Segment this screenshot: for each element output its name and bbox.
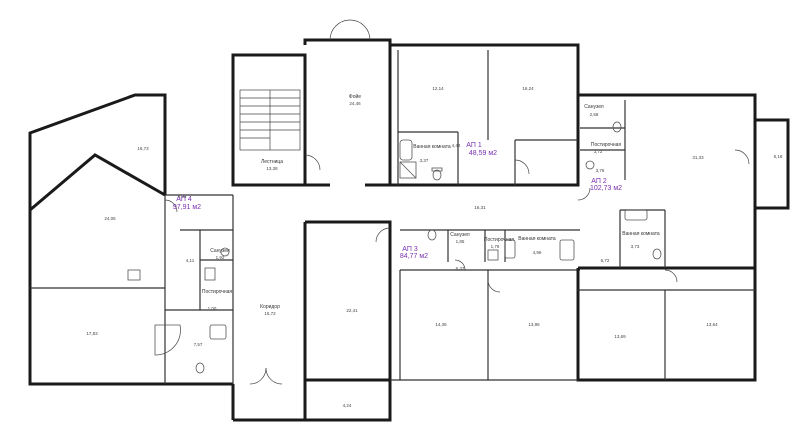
ap2-label: АП 2 bbox=[591, 178, 607, 185]
corridor-area: 16,72 bbox=[264, 311, 276, 316]
doors bbox=[164, 19, 750, 385]
room-area: 7,57 bbox=[194, 342, 203, 347]
room-labels: Фойе 24,46 Лестница 13,38 Коридор 16,72 … bbox=[202, 93, 660, 316]
wc-ap4-area: 1,92 bbox=[216, 255, 225, 260]
wc-ap2-name: Санузел bbox=[584, 104, 604, 110]
room-area: 31,33 bbox=[692, 155, 704, 160]
ap3-label: АП 3 bbox=[402, 246, 418, 253]
laundry-ap2-name: Постирочная bbox=[591, 142, 622, 148]
area-labels: 12,14 16,24 4,44 16,73 24,06 17,83 7,57 … bbox=[86, 86, 783, 408]
room-area: 16,24 bbox=[522, 86, 534, 91]
bath-ap3-area: 4,96 bbox=[533, 250, 542, 255]
foyer-area: 24,46 bbox=[349, 101, 361, 106]
bath-ap2-area: 3,73 bbox=[631, 244, 640, 249]
wc-ap3-name: Санузел bbox=[450, 232, 470, 238]
wc-ap3-area: 1,85 bbox=[456, 239, 465, 244]
room-area: 6,72 bbox=[601, 258, 610, 263]
room-area: 4,44 bbox=[452, 143, 461, 148]
foyer-name: Фойе bbox=[349, 93, 361, 100]
room-area: 17,83 bbox=[86, 331, 98, 336]
bath-ap1-name: Ванная комната bbox=[413, 144, 451, 150]
apartment-labels: АП 1 48,59 м2 АП 2 102,73 м2 АП 3 84,77 … bbox=[173, 142, 622, 260]
room-area: 24,06 bbox=[104, 216, 116, 221]
room-area: 5,18 bbox=[774, 154, 783, 159]
bath-ap2-name: Ванная комната bbox=[622, 231, 660, 237]
room-area: 13,69 bbox=[614, 334, 626, 339]
ap4-label: АП 4 bbox=[176, 196, 192, 203]
stairs-name: Лестница bbox=[261, 159, 283, 165]
laundry-ap4-name: Постирочная bbox=[202, 289, 233, 295]
room-area: 13,86 bbox=[528, 322, 540, 327]
room-area: 13,64 bbox=[706, 322, 718, 327]
room-area: 16,73 bbox=[137, 146, 149, 151]
ap1-label: АП 1 bbox=[466, 142, 482, 149]
ap2-area: 102,73 м2 bbox=[590, 185, 622, 192]
staircase bbox=[239, 89, 301, 151]
bath-ap3-name: Ванная комната bbox=[518, 236, 556, 242]
wc-ap2-area: 2,58 bbox=[590, 112, 599, 117]
laundry-ap2-area: 3,72 bbox=[594, 149, 603, 154]
room-area: 4,24 bbox=[343, 403, 352, 408]
ap4-area: 97,91 м2 bbox=[173, 204, 201, 211]
fixtures bbox=[127, 121, 662, 374]
room-area: 6,37 bbox=[456, 266, 465, 271]
ap1-area: 48,59 м2 bbox=[469, 150, 497, 157]
room-area: 22,41 bbox=[346, 308, 358, 313]
laundry-ap4-area: 1,00 bbox=[208, 306, 217, 311]
wc-ap4-name: Санузел bbox=[210, 248, 230, 254]
laundry-ap3-area: 1,78 bbox=[491, 244, 500, 249]
laundry-ap3-name: Постирочная bbox=[484, 237, 515, 243]
room-area: 14,36 bbox=[435, 322, 447, 327]
stairs-area: 13,38 bbox=[266, 166, 278, 171]
room-area: 4,33 bbox=[178, 194, 187, 199]
corridor-name: Коридор bbox=[260, 304, 280, 310]
room-area: 12,14 bbox=[432, 86, 444, 91]
room-area: 16,31 bbox=[474, 205, 486, 210]
room-area: 3,76 bbox=[596, 168, 605, 173]
bath-ap1-area: 3,37 bbox=[420, 158, 429, 163]
room-area: 4,11 bbox=[186, 258, 195, 263]
ap3-area: 84,77 м2 bbox=[400, 253, 428, 260]
walls bbox=[28, 38, 790, 422]
